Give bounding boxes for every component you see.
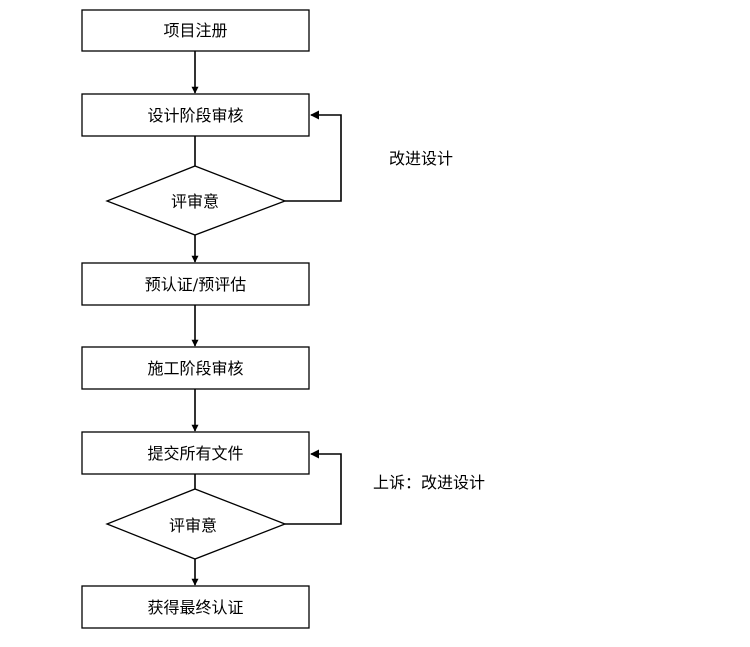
step-pre-certification: 预认证/预评估 [81,262,310,306]
loop-note-appeal-improve-design: 上诉：改进设计 [373,473,485,492]
decision-review-1: 评审意 [105,165,287,236]
decision-label: 评审意 [171,192,219,211]
step-construction-review: 施工阶段审核 [81,346,310,390]
step-label: 获得最终认证 [147,598,243,617]
step-label: 设计阶段审核 [147,106,243,125]
step-label: 预认证/预评估 [145,275,246,294]
step-design-review: 设计阶段审核 [81,93,310,137]
step-final-certification: 获得最终认证 [81,585,310,629]
decision-label: 评审意 [169,516,217,535]
step-submit-documents: 提交所有文件 [81,431,310,475]
step-label: 项目注册 [163,21,227,40]
feedback-loop-arrow [285,110,342,202]
step-label: 施工阶段审核 [147,359,243,378]
decision-review-2: 评审意 [105,488,287,560]
step-project-registration: 项目注册 [81,9,310,52]
step-label: 提交所有文件 [147,444,243,463]
loop-note-improve-design: 改进设计 [389,149,453,168]
feedback-loop-arrow [285,449,342,525]
